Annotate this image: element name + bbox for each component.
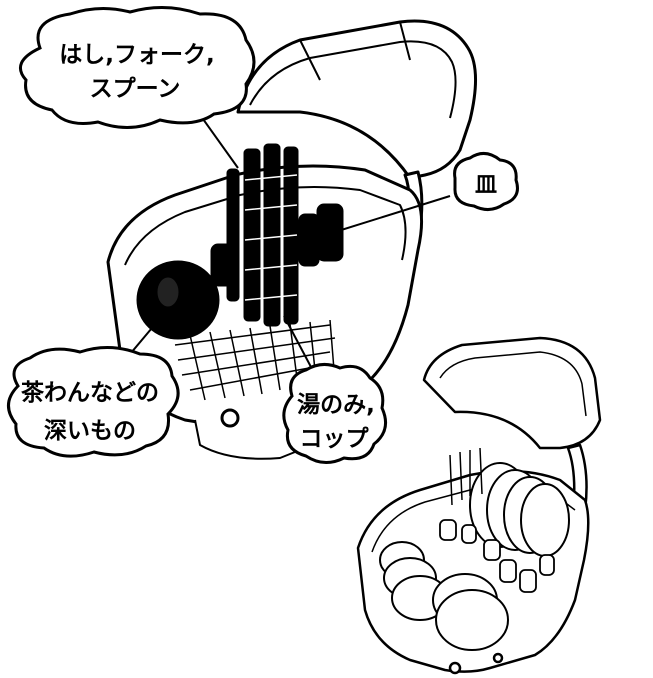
bowls-small (379, 541, 509, 651)
cups-small (439, 519, 555, 593)
drain-rack-grid (174, 319, 336, 401)
callout-cups: 湯のみ, コップ (282, 363, 388, 464)
callout-bowls-line2: 深いもの (44, 418, 136, 444)
callout-bowls: 茶わんなどの 深いもの (7, 346, 180, 458)
callout-utensils: はし,フォーク, スプーン (18, 5, 256, 130)
callout-cups-line1: 湯のみ, (297, 392, 375, 418)
callout-bowls-line1: 茶わんなどの (21, 380, 159, 406)
callout-utensils-line2: スプーン (90, 76, 181, 102)
rack-spikes-small (449, 447, 483, 506)
callout-utensils-line1: はし,フォーク, (59, 42, 214, 68)
callout-plates: 皿 (453, 152, 519, 211)
lid-small (422, 336, 602, 450)
lid-large (236, 19, 478, 180)
callout-cups-line2: コップ (300, 426, 370, 452)
dish-dryer-small (356, 336, 602, 675)
plates-small (469, 462, 570, 557)
pointer-utensils (197, 111, 239, 169)
callout-plates-label: 皿 (475, 173, 497, 198)
pointer-plates (321, 195, 451, 237)
plate-rack (226, 143, 299, 327)
